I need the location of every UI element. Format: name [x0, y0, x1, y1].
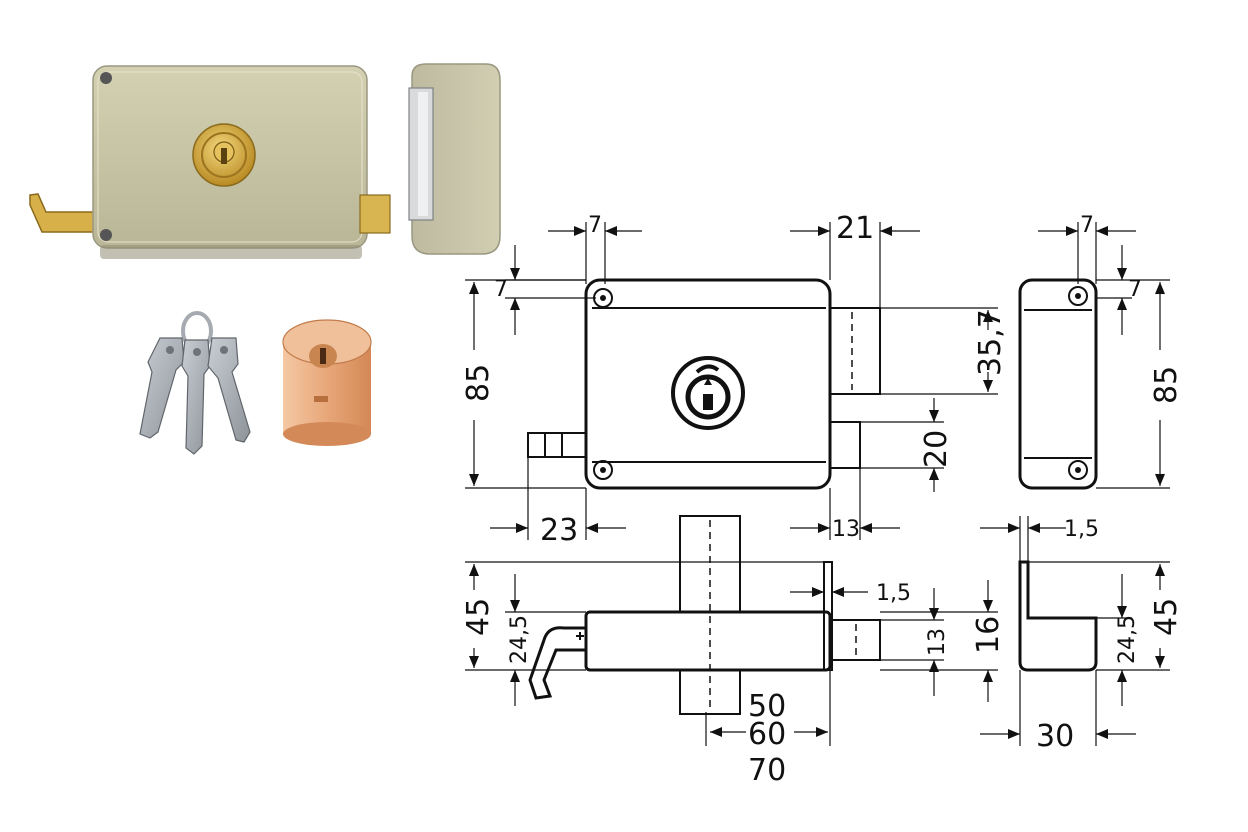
keeper-photo: [408, 63, 501, 255]
dim-side-height: 85: [1149, 366, 1184, 404]
lever-handle: [29, 193, 96, 233]
lock-photo: [29, 65, 391, 259]
dim-bolt-projection: 13: [832, 517, 860, 542]
dim-front-top-hole: 7: [588, 213, 602, 238]
key-bunch-icon: [139, 311, 251, 455]
dim-depth-inner-right: 24,5: [1115, 615, 1140, 664]
dim-backset-70: 70: [748, 753, 786, 788]
dimension-labels: 7 21 7 7 85 35,7 20 85 7 23 13 1,5 45 24…: [461, 211, 1184, 788]
dim-side-top-hole: 7: [1080, 213, 1094, 238]
dim-depth-inner-left: 24,5: [507, 615, 532, 664]
keeper-side-drawing: [1018, 278, 1098, 490]
dim-keeper-depth: 30: [1036, 719, 1074, 754]
dim-front-left-hole: 7: [494, 277, 508, 302]
dim-depth-total-left: 45: [461, 598, 496, 636]
keeper-top-drawing: [1018, 560, 1098, 672]
top-view-drawing: [528, 515, 881, 715]
dim-plate-thickness-top: 1,5: [1064, 517, 1099, 542]
dim-handle-offset: 23: [540, 513, 578, 548]
dim-backset-50: 50: [748, 689, 786, 724]
screw-hole: [100, 229, 112, 241]
dim-backset-60: 60: [748, 717, 786, 752]
dim-bolt-offset: 16: [971, 616, 1006, 654]
dim-front-height: 85: [461, 364, 496, 402]
screw-hole: [100, 72, 112, 84]
copper-cylinder-icon: [282, 319, 372, 446]
dim-bolt-height: 20: [919, 430, 954, 468]
dim-depth-total-right: 45: [1149, 598, 1184, 636]
dimension-lines: [465, 222, 1170, 746]
dim-front-top-bolt: 21: [836, 211, 874, 246]
dim-side-right-hole: 7: [1128, 277, 1142, 302]
front-view-drawing: [527, 278, 881, 490]
dim-latch-height: 35,7: [973, 309, 1008, 376]
dead-bolt: [359, 194, 391, 234]
dim-plate-thickness-mid: 1,5: [876, 581, 911, 606]
dim-bolt-thickness: 13: [925, 628, 950, 656]
